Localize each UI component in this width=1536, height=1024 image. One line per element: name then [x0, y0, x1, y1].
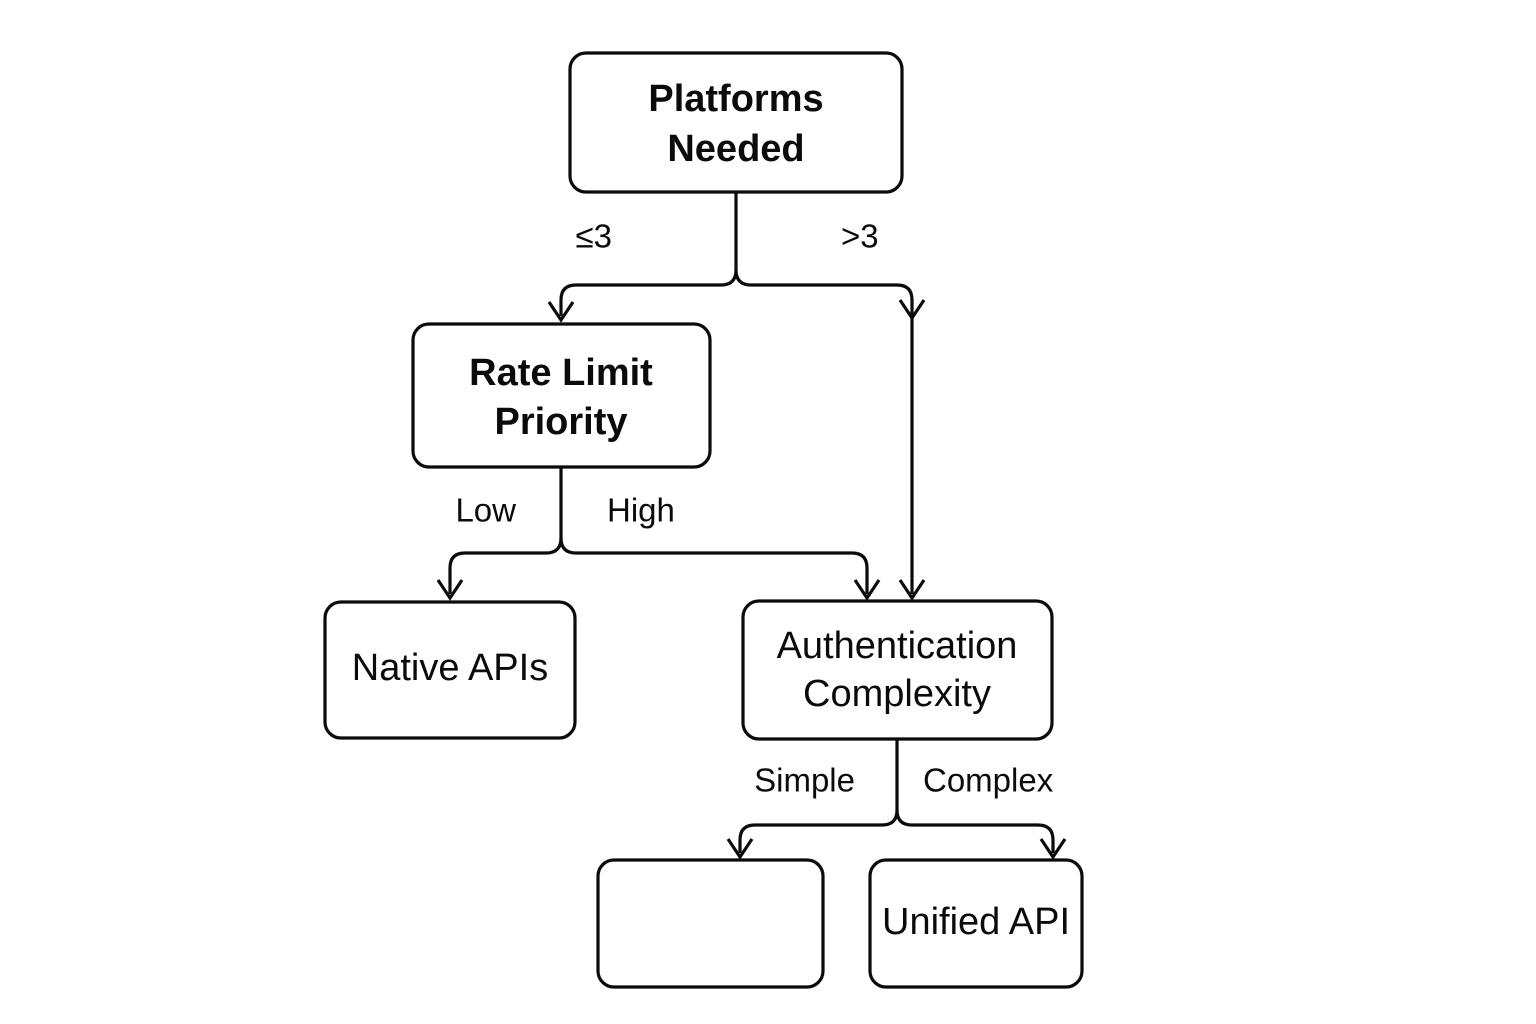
node-native-apis[interactable]: Native APIs	[323, 600, 577, 740]
node-empty-outcome[interactable]	[596, 858, 825, 989]
nodes-layer: Platforms Needed Rate Limit Priority Nat…	[323, 51, 1084, 989]
arrow-auth-to-empty	[726, 838, 754, 860]
edge-platforms-to-rate-limit-line	[559, 269, 738, 316]
edge-auth-to-empty-line	[738, 809, 899, 853]
arrow-platforms-to-rate-limit	[547, 301, 575, 323]
edge-label-platforms-to-rate-limit: ≤3	[576, 218, 612, 255]
node-native-apis-label: Native APIs	[352, 647, 548, 689]
node-rate-limit-priority-line-2: Priority	[494, 401, 627, 443]
edge-rate-limit-to-native-line	[448, 537, 563, 594]
node-platforms-needed-box[interactable]	[568, 51, 904, 194]
node-rate-limit-priority[interactable]: Rate Limit Priority	[411, 322, 712, 469]
edge-label-rate-limit-to-native: Low	[455, 492, 516, 529]
edge-platforms-to-auth-line	[734, 269, 914, 594]
node-authentication-complexity[interactable]: Authentication Complexity	[741, 599, 1054, 741]
arrow-platforms-to-auth	[898, 579, 926, 601]
node-platforms-needed[interactable]: Platforms Needed	[568, 51, 904, 194]
arrow-rate-limit-to-native	[436, 579, 464, 601]
node-platforms-needed-line-1: Platforms	[648, 78, 823, 120]
arrow-platforms-to-auth-upper	[898, 299, 926, 321]
node-platforms-needed-line-2: Needed	[667, 128, 804, 170]
edge-label-rate-limit-to-auth: High	[607, 492, 675, 529]
node-authentication-complexity-box[interactable]	[741, 599, 1054, 741]
node-unified-api[interactable]: Unified API	[868, 858, 1084, 989]
node-unified-api-label: Unified API	[882, 901, 1070, 943]
node-rate-limit-priority-box[interactable]	[411, 322, 712, 469]
edge-label-auth-to-empty: Simple	[754, 762, 855, 799]
node-native-apis-box[interactable]	[323, 600, 577, 740]
node-authentication-complexity-line-1: Authentication	[777, 625, 1018, 667]
node-unified-api-box[interactable]	[868, 858, 1084, 989]
edges-layer	[436, 192, 1067, 860]
edge-label-platforms-to-auth: >3	[841, 218, 879, 255]
edge-label-auth-to-unified: Complex	[923, 762, 1054, 799]
arrow-rate-limit-to-auth	[853, 579, 881, 601]
edge-labels-layer: ≤3 >3 Low High Simple Complex	[455, 218, 1053, 799]
arrow-auth-to-unified	[1039, 838, 1067, 860]
node-empty-outcome-box[interactable]	[596, 858, 825, 989]
node-authentication-complexity-line-2: Complexity	[803, 673, 991, 715]
edge-rate-limit-to-auth-line	[559, 537, 869, 594]
edge-auth-to-unified-line	[895, 809, 1055, 853]
node-rate-limit-priority-line-1: Rate Limit	[469, 352, 653, 394]
